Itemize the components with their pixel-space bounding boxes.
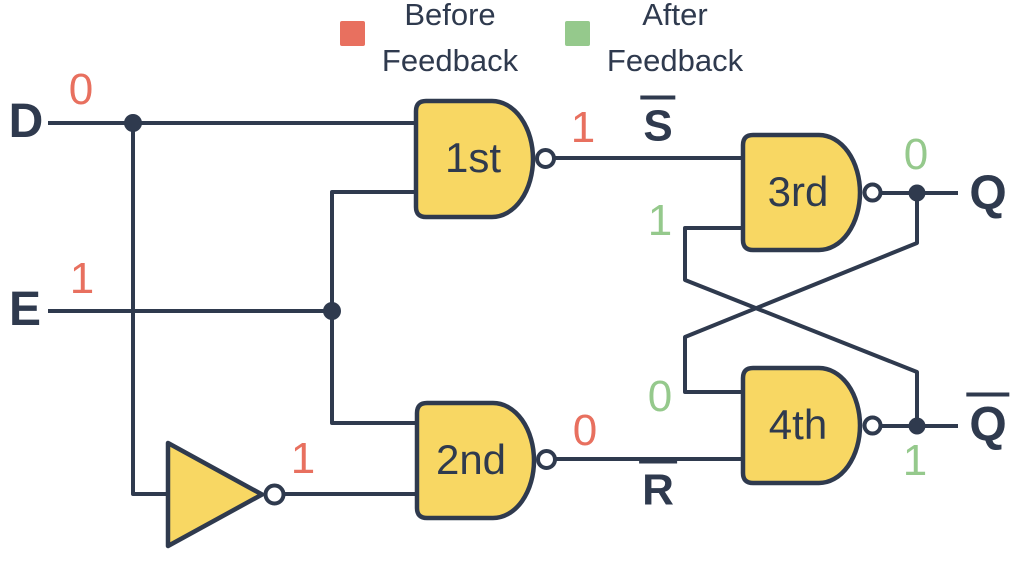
not-gate-bubble bbox=[263, 483, 286, 506]
nand-gate-2-body bbox=[414, 400, 537, 521]
output-q-label: Q bbox=[969, 167, 1007, 220]
input-d-label: D bbox=[8, 95, 44, 148]
value-sbar-before: 1 bbox=[570, 103, 596, 152]
legend-before-line2: Feedback bbox=[381, 43, 519, 78]
nand-gate-1-bubble bbox=[535, 148, 556, 169]
value-not-output-before: 1 bbox=[290, 434, 316, 483]
legend-before-line1: Before bbox=[404, 0, 496, 32]
legend-after-label: After Feedback bbox=[607, 0, 743, 84]
nand-gate-2-label: 2nd bbox=[435, 436, 507, 483]
value-e-before: 1 bbox=[69, 254, 95, 303]
nand-gate-4-bubble bbox=[862, 415, 883, 436]
nand-gate-3-label: 3rd bbox=[767, 168, 829, 215]
junction-dot-qbar bbox=[908, 417, 926, 435]
nand-gate-4-body bbox=[740, 365, 863, 486]
nand-gate-1-label: 1st bbox=[444, 134, 502, 181]
sbar-overbar-text: S bbox=[640, 95, 676, 149]
nand-gate-1-body bbox=[413, 98, 536, 220]
rbar-signal-label: R bbox=[639, 459, 677, 513]
value-q-after: 0 bbox=[903, 130, 929, 179]
wire-feedback-qbar-to-nand3 bbox=[683, 226, 919, 426]
value-rbar-before: 0 bbox=[572, 406, 598, 455]
rbar-overbar-text: R bbox=[639, 459, 677, 513]
value-qbar-after: 1 bbox=[902, 436, 928, 485]
input-e-label: E bbox=[8, 283, 42, 336]
value-nand4-feedback-after: 0 bbox=[647, 372, 673, 421]
legend-before-label: Before Feedback bbox=[382, 0, 518, 84]
wire-feedback-q-to-nand4 bbox=[683, 193, 919, 394]
sbar-signal-label: S bbox=[640, 95, 676, 149]
nand-gate-4-label: 4th bbox=[768, 401, 828, 448]
junction-dot-q bbox=[908, 184, 926, 202]
junction-dot-d bbox=[124, 114, 142, 132]
nand-gate-2-bubble bbox=[536, 449, 557, 470]
nand-gate-3-body bbox=[740, 132, 863, 253]
legend-after-line1: After bbox=[642, 0, 708, 32]
not-gate-body bbox=[165, 440, 265, 549]
junction-dot-e bbox=[323, 302, 341, 320]
wire-e-branch-to-nand1-nand2 bbox=[330, 190, 417, 425]
output-qbar-label: Q bbox=[966, 392, 1010, 450]
wire-d-branch-to-not bbox=[131, 123, 168, 496]
value-nand3-feedback-after: 1 bbox=[647, 196, 673, 245]
value-d-before: 0 bbox=[68, 65, 94, 114]
nand-gate-3-bubble bbox=[862, 182, 883, 203]
qbar-overbar-text: Q bbox=[966, 392, 1010, 450]
legend-after-line2: Feedback bbox=[606, 43, 744, 78]
legend-after-swatch bbox=[565, 21, 590, 46]
legend-before-swatch bbox=[340, 21, 365, 46]
